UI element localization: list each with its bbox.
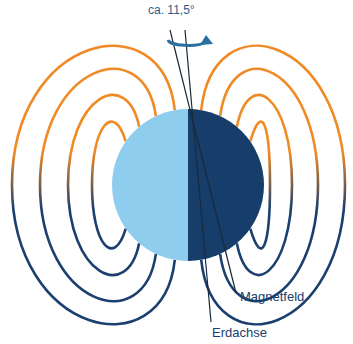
earth-globe [112,109,264,261]
field-lines [12,46,345,324]
angle-label: ca. 11,5° [148,4,195,17]
earth-axis-line [185,30,211,322]
magnetic-axis-line [170,30,236,293]
magnetic-field-label: Magnetfeld [240,290,304,304]
earth-axis-label: Erdachse [212,326,267,340]
rotation-arrow [168,35,213,45]
